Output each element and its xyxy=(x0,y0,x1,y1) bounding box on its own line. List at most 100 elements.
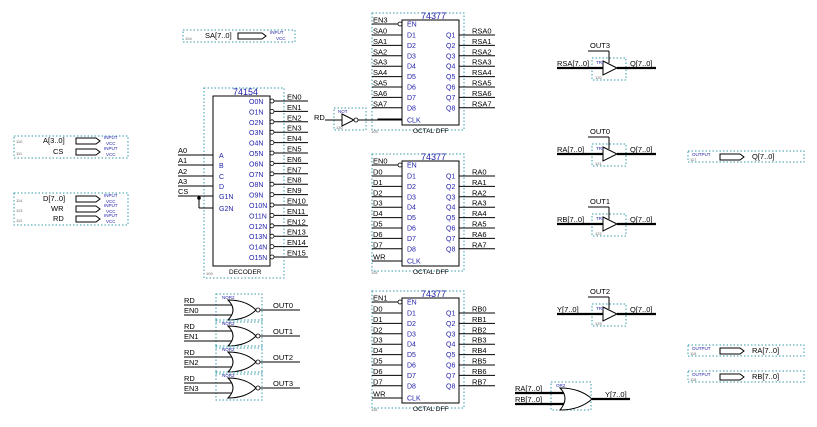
decoder-output-net: EN14 xyxy=(287,238,306,247)
pin-kind: INPUT xyxy=(104,135,118,140)
dff-en-net: EN0 xyxy=(373,157,388,166)
dff-output-net: RSA0 xyxy=(472,27,492,36)
decoder-output-pin: O8N xyxy=(249,182,263,189)
tri-output: Q[7..0] xyxy=(630,59,653,68)
nor-input-2: EN3 xyxy=(184,384,199,393)
tri-body xyxy=(602,216,619,232)
decoder-output-net: EN5 xyxy=(287,145,302,154)
dff-q-pin: Q3 xyxy=(446,331,455,338)
dff-output-net: RSA3 xyxy=(472,58,492,67)
decoder-output-pin: O7N xyxy=(249,172,263,179)
nor-body xyxy=(226,377,257,399)
output-pin-rb[interactable]: OUTPUT 118 RB[7..0] xyxy=(687,370,805,383)
tri-input: Y[7..0] xyxy=(557,305,579,314)
tri-number: 121 xyxy=(595,161,602,166)
decoder-output-pin: O14N xyxy=(249,245,267,252)
pin-label: A[3..0] xyxy=(43,136,65,145)
output-pin-q[interactable]: OUTPUT 117 Q[7..0] xyxy=(687,150,805,163)
pin-sub: VCC xyxy=(106,152,116,157)
decoder-input-pin: G1N xyxy=(219,194,233,201)
dff-q-pin: Q1 xyxy=(446,33,455,40)
dff-input-net: D6 xyxy=(373,367,383,376)
dff-q-pin: Q2 xyxy=(446,184,455,191)
dff-q-pin: Q5 xyxy=(446,215,455,222)
decoder-input-pin: A xyxy=(219,153,224,160)
dff-d-pin: D6 xyxy=(407,85,416,92)
or-gate[interactable]: OR2 RA[7..0] RB[7..0] Y[7..0] xyxy=(515,381,630,411)
dff-en-net: EN1 xyxy=(373,294,388,303)
input-pin-cs[interactable]: 111 CS INPUT VCC xyxy=(16,146,118,157)
dff-number: 115 xyxy=(371,270,378,275)
nor-input-1: RD xyxy=(184,322,195,331)
decoder-output-net: EN15 xyxy=(287,249,306,258)
dff-body xyxy=(401,297,460,404)
tri-number: 120 xyxy=(595,75,602,80)
input-pin-d[interactable]: 114 D[7..0] INPUT VCC xyxy=(13,192,129,226)
not-number: 130 xyxy=(336,125,343,130)
decoder-output-net: EN12 xyxy=(287,217,306,226)
dff-en-pin: EN xyxy=(407,300,417,307)
dff-d-pin: D4 xyxy=(407,205,416,212)
dff-q-pin: Q8 xyxy=(446,105,455,112)
dff-clk-pin: CLK xyxy=(407,259,421,266)
dff-number: 105 xyxy=(371,129,378,134)
decoder-output-net: EN4 xyxy=(287,134,302,143)
decoder-output-pin: O3N xyxy=(249,130,263,137)
dff-en-pin: EN xyxy=(407,22,417,29)
decoder-output-net: EN13 xyxy=(287,228,306,237)
input-pin-a[interactable]: 110 A[3..0] INPUT VCC xyxy=(13,135,129,159)
inversion-bubble xyxy=(269,98,275,104)
dff-d-pin: D3 xyxy=(407,53,416,60)
decoder-output-pin: O13N xyxy=(249,234,267,241)
dff-clk-pin: CLK xyxy=(407,396,421,403)
dff-q-pin: Q5 xyxy=(446,74,455,81)
dff-d-pin: D8 xyxy=(407,383,416,390)
decoder-input-pin: D xyxy=(219,184,224,191)
input-pin-wr[interactable]: 113 WR INPUT VCC xyxy=(16,203,118,214)
pin-sub: VCC xyxy=(106,199,116,204)
rd-not-gate[interactable]: RD NOT 130 xyxy=(314,107,403,131)
dff-d-pin: D5 xyxy=(407,215,416,222)
decoder-output-pin: O10N xyxy=(249,203,267,210)
input-pin-sa[interactable]: 104 SA[7..0] INPUT VCC xyxy=(182,29,296,43)
input-pin-rd[interactable]: 112 RD INPUT VCC xyxy=(16,213,118,224)
pin-label: RB[7..0] xyxy=(752,372,779,381)
decoder-output-pin: O15N xyxy=(249,255,267,262)
dff-body xyxy=(401,160,460,267)
pin-sub: VCC xyxy=(106,219,116,224)
pin-sub: VCC xyxy=(276,36,286,41)
tri-label: TRI xyxy=(596,60,603,65)
inversion-bubble xyxy=(269,233,275,239)
dff-input-net: SA5 xyxy=(373,79,387,88)
decoder-outputs: O0NEN0O1NEN1O2NEN2O3NEN3O4NEN4O5NEN5O6NE… xyxy=(249,93,308,262)
nor-label: NOR2 xyxy=(222,373,235,378)
dff-q-pin: Q1 xyxy=(446,174,455,181)
dff-q-pin: Q8 xyxy=(446,383,455,390)
dff-input-net: SA4 xyxy=(373,68,387,77)
dff-q-pin: Q8 xyxy=(446,246,455,253)
nor-input-1: RD xyxy=(184,348,195,357)
decoder-output-net: EN2 xyxy=(287,113,302,122)
inversion-bubble xyxy=(269,202,275,208)
dff-en-pin: EN xyxy=(407,163,417,170)
decoder-output-net: EN6 xyxy=(287,155,302,164)
output-pin-ra[interactable]: OUTPUT 119 RA[7..0] xyxy=(687,344,805,357)
dff-q-pin: Q2 xyxy=(446,321,455,328)
tri-layer: OUT3RSA[7..0]TRI120Q[7..0]OUT0RA[7..0]TR… xyxy=(557,41,656,327)
dff-clk-net: WR xyxy=(373,253,386,262)
not-input-net: RD xyxy=(314,113,325,122)
dff-q-pin: Q4 xyxy=(446,64,455,71)
